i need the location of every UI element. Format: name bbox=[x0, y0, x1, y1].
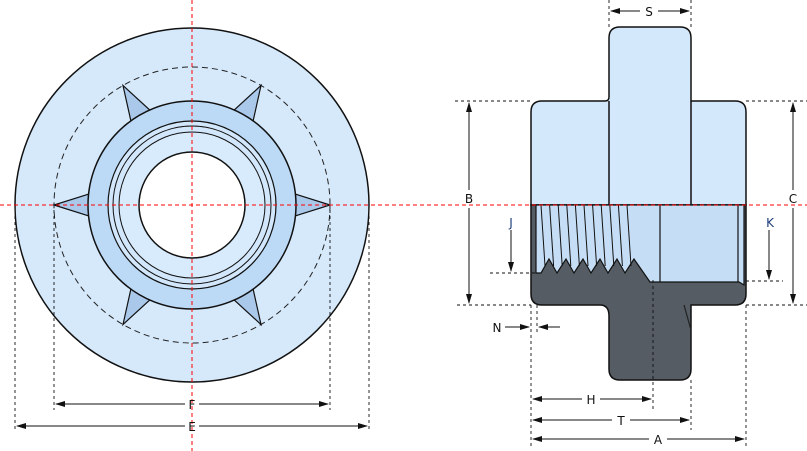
thread-line bbox=[557, 204, 563, 267]
thread-line bbox=[566, 204, 572, 267]
dim-label-e: E bbox=[188, 420, 196, 434]
dim-label-c: C bbox=[789, 192, 797, 206]
dim-label-k: K bbox=[766, 216, 775, 230]
dim-label-f: F bbox=[189, 398, 196, 412]
side-view bbox=[530, 26, 747, 381]
dim-label-b: B bbox=[465, 192, 473, 206]
thread-line bbox=[617, 204, 623, 267]
dim-label-j: J bbox=[508, 216, 513, 230]
dim-label-a: A bbox=[654, 433, 663, 447]
upper-half-body bbox=[530, 26, 747, 206]
thread-line bbox=[592, 204, 598, 267]
thread-line bbox=[600, 204, 606, 267]
thread-line bbox=[626, 204, 632, 267]
thread-line bbox=[609, 204, 615, 267]
extension-lines bbox=[14, 0, 807, 448]
thread-lines bbox=[540, 204, 632, 267]
thread-line bbox=[549, 204, 555, 267]
thread-line bbox=[583, 204, 589, 267]
dim-label-n: N bbox=[493, 321, 502, 335]
thread-line bbox=[574, 204, 580, 267]
dim-label-s: S bbox=[645, 5, 653, 19]
dimension-arrows bbox=[16, 8, 796, 442]
dim-label-h: H bbox=[586, 393, 595, 407]
dim-label-t: T bbox=[616, 414, 625, 428]
thread-line bbox=[540, 204, 546, 267]
